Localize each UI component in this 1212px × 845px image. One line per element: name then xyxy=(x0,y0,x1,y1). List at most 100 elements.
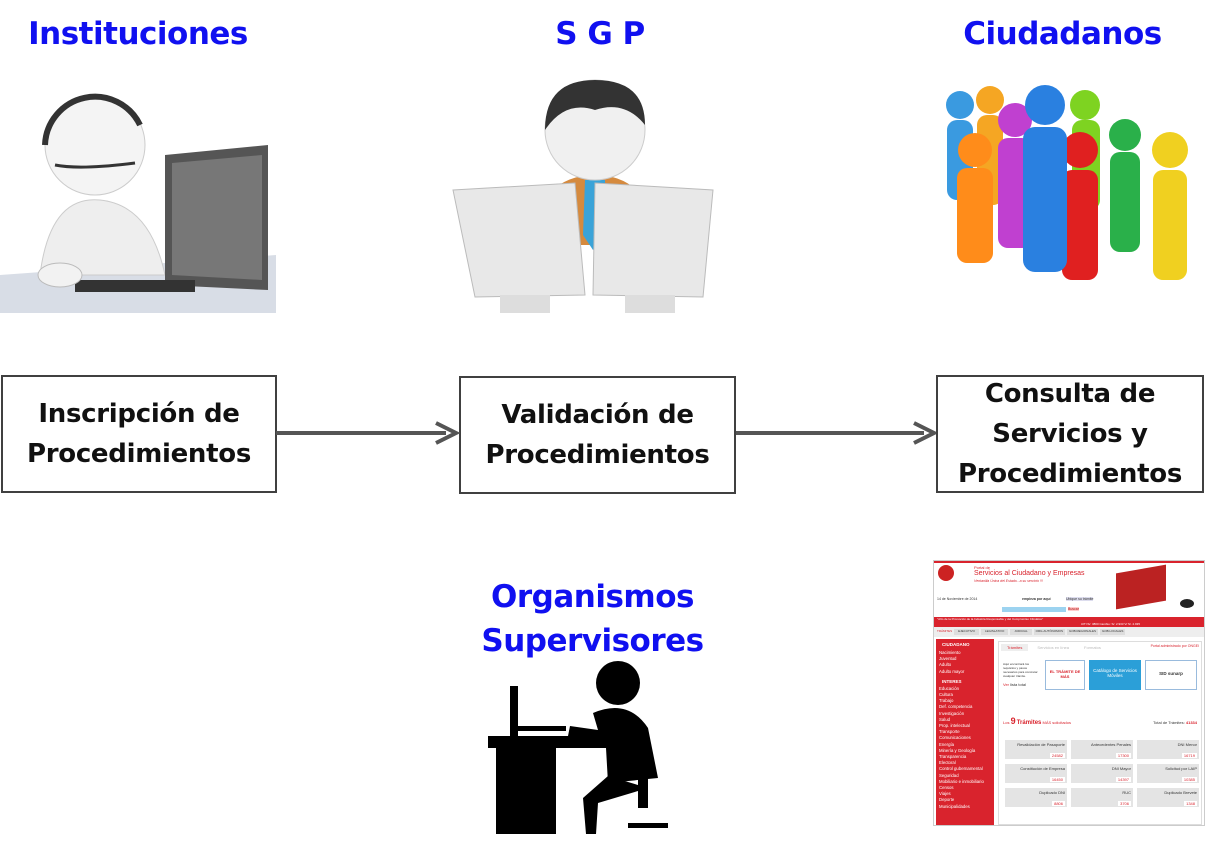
tile-count: 1348 xyxy=(1184,801,1197,806)
sidebar-link[interactable]: Juventud xyxy=(939,656,957,662)
portal-banner: "Año de la Promoción de la Industria Res… xyxy=(934,617,1204,627)
sidebar-title: CIUDADANO xyxy=(942,642,970,647)
ongei-label: Portal administrado por ONGEI xyxy=(1150,644,1199,648)
sidebar-link[interactable]: Cultura xyxy=(939,692,953,698)
tile-name: Constitución de Empresa xyxy=(1020,766,1065,771)
tile-count: 14397 xyxy=(1115,777,1131,782)
banner-text: "Año de la Promoción de la Industria Res… xyxy=(937,617,1044,621)
portal-tab[interactable]: Formatos xyxy=(1084,645,1101,650)
sidebar-link[interactable]: Deporte xyxy=(939,797,955,803)
step-registration-box: Inscripción de Procedimientos xyxy=(1,375,277,493)
sidebar-link[interactable]: Salud xyxy=(939,716,950,722)
portal-find-procedure-link[interactable]: Ubique su trámite xyxy=(1066,597,1094,601)
sidebar-link[interactable]: Mobiliario e inmobiliario xyxy=(939,778,984,784)
arrow-to-validation xyxy=(276,421,460,445)
sidebar-link[interactable]: Def. competencia xyxy=(939,704,973,710)
tile-name: DNI Menor xyxy=(1177,742,1197,747)
tile-count: 24582 xyxy=(1049,753,1065,758)
call-center-operator-icon xyxy=(0,93,276,313)
tile-name: Duplicado Brevete xyxy=(1164,790,1197,795)
sidebar-link[interactable]: Electoral xyxy=(939,760,956,766)
sidebar-link[interactable]: Adulto xyxy=(939,662,952,668)
sidebar-link[interactable]: Viajes xyxy=(939,791,951,797)
sidebar-link[interactable]: Trabajo xyxy=(939,698,954,704)
sidebar-link[interactable]: Educación xyxy=(939,685,960,691)
tile-name: Antecedentes Penales xyxy=(1090,742,1131,747)
nav-item[interactable]: LEGISLATIVO xyxy=(981,629,1009,635)
portal-sidebar: CIUDADANO Nacimiento Juventud Adulto Adu… xyxy=(936,639,994,825)
top-procedure-tile[interactable]: Antecedentes Penales 17300 xyxy=(1071,740,1133,759)
tile-count: 3706 xyxy=(1118,801,1131,806)
citizen-services-portal-screenshot: Portal de Servicios al Ciudadano y Empre… xyxy=(933,560,1205,826)
promo-sid-sunarp[interactable]: SID sunarp xyxy=(1145,660,1197,690)
portal-search-button[interactable]: Buscar xyxy=(1068,607,1079,611)
sidebar-title: INTERES xyxy=(942,678,962,684)
portal-tagline: Ventanilla Única del Estado...a su servi… xyxy=(974,579,1043,583)
top-procedure-tile[interactable]: Duplicado DNI 8806 xyxy=(1005,788,1067,807)
portal-start-here: empieza por aquí xyxy=(1022,597,1051,601)
supervisors-line2: Supervisores xyxy=(481,623,704,659)
nav-item[interactable]: ORG.AUTÓNOMOS xyxy=(1033,629,1065,635)
top-title: Trámites xyxy=(1016,720,1042,726)
portal-nav: TRÁMITES EJECUTIVO LEGISLATIVO JUDICIAL … xyxy=(934,627,1204,637)
validator-person-icon xyxy=(452,79,714,313)
portal-header-small: Portal de xyxy=(974,565,991,570)
portal-tab[interactable]: Trámites xyxy=(1001,644,1029,651)
coat-of-arms-icon xyxy=(938,565,954,581)
sidebar-link[interactable]: Minería y Geología xyxy=(939,747,976,753)
top-procedure-tile[interactable]: RUC 3706 xyxy=(1071,788,1133,807)
sidebar-link[interactable]: Adulto mayor xyxy=(939,668,965,674)
promo-tramite-de-mas[interactable]: EL TRÁMITE DE MÁS xyxy=(1045,660,1085,690)
step-validation-box: Validación de Procedimientos xyxy=(459,376,736,494)
sidebar-link[interactable]: Transporte xyxy=(939,729,960,735)
sidebar-link[interactable]: Control gubernamental xyxy=(939,766,983,772)
top-procedure-tile[interactable]: Duplicado Brevete 1348 xyxy=(1137,788,1199,807)
sidebar-link[interactable]: Investigación xyxy=(939,710,965,716)
sidebar-link[interactable]: Energía xyxy=(939,741,955,747)
sidebar-link[interactable]: Nacimiento xyxy=(939,650,961,655)
sidebar-link[interactable]: Comunicaciones xyxy=(939,735,971,741)
portal-search-input[interactable] xyxy=(1002,607,1066,612)
tile-name: Duplicado DNI xyxy=(1039,790,1065,795)
mouse-icon xyxy=(1180,599,1194,608)
actor-institutions-title: Instituciones xyxy=(28,16,248,52)
nav-item[interactable]: GOB.REGIONALES xyxy=(1067,629,1099,635)
nav-item[interactable]: JUDICIAL xyxy=(1010,629,1032,635)
actor-citizens-title: Ciudadanos xyxy=(963,16,1162,52)
promo-mobile-catalog[interactable]: Catálogo de Servicios Móviles xyxy=(1089,660,1141,690)
tile-count: 8806 xyxy=(1052,801,1065,806)
tile-name: Solicitud por LAIP xyxy=(1165,766,1197,771)
top-procedure-tile[interactable]: Solicitud por LAIP 10385 xyxy=(1137,764,1199,783)
sidebar-link[interactable]: Transparencia xyxy=(939,754,967,760)
sidebar-link[interactable]: Seguridad xyxy=(939,772,959,778)
tile-name: Revalidación de Pasaporte xyxy=(1017,742,1065,747)
sidebar-link[interactable]: Censos xyxy=(939,785,954,791)
top-procedure-tile[interactable]: Revalidación de Pasaporte 24582 xyxy=(1005,740,1067,759)
tile-name: RUC xyxy=(1122,790,1131,795)
tile-count: 17300 xyxy=(1115,753,1131,758)
sidebar-link[interactable]: Municipalidades xyxy=(939,803,970,809)
rates-text: UIT=S/. 3800 Cambio: S/. 2.933 V/ S/. 2.… xyxy=(1080,622,1140,626)
arrow-to-consultation xyxy=(736,421,936,445)
total-value: 41334 xyxy=(1185,720,1197,725)
tile-name: DNI Mayor xyxy=(1111,766,1131,771)
top-sub: MÁS solicitados xyxy=(1042,720,1071,725)
full-list-link[interactable]: lista total xyxy=(1010,682,1026,687)
see-link[interactable]: Ver xyxy=(1003,682,1010,687)
tile-count: 10385 xyxy=(1181,777,1197,782)
sidebar-link[interactable]: Prop. intelectual xyxy=(939,723,970,729)
portal-date: 14 de Noviembre de 2014 xyxy=(937,597,978,601)
top-procedure-tile[interactable]: DNI Mayor 14397 xyxy=(1071,764,1133,783)
total-label: Total de Trámites: xyxy=(1153,720,1185,725)
step-consultation-box: Consulta de Servicios y Procedimientos xyxy=(936,375,1204,493)
actor-supervisors-title: Organismos Supervisores xyxy=(470,575,715,663)
nav-item[interactable]: EJECUTIVO xyxy=(954,629,980,635)
portal-intro: Aquí encontrará los requisitos y pasos n… xyxy=(1003,662,1038,678)
portal-tab[interactable]: Servicios en línea xyxy=(1037,645,1069,650)
nav-item[interactable]: TRÁMITES xyxy=(937,629,953,633)
portal-header-title: Servicios al Ciudadano y Empresas xyxy=(974,570,1085,577)
office-worker-icon xyxy=(488,661,668,834)
nav-item[interactable]: GOB.LOCALES xyxy=(1100,629,1126,635)
